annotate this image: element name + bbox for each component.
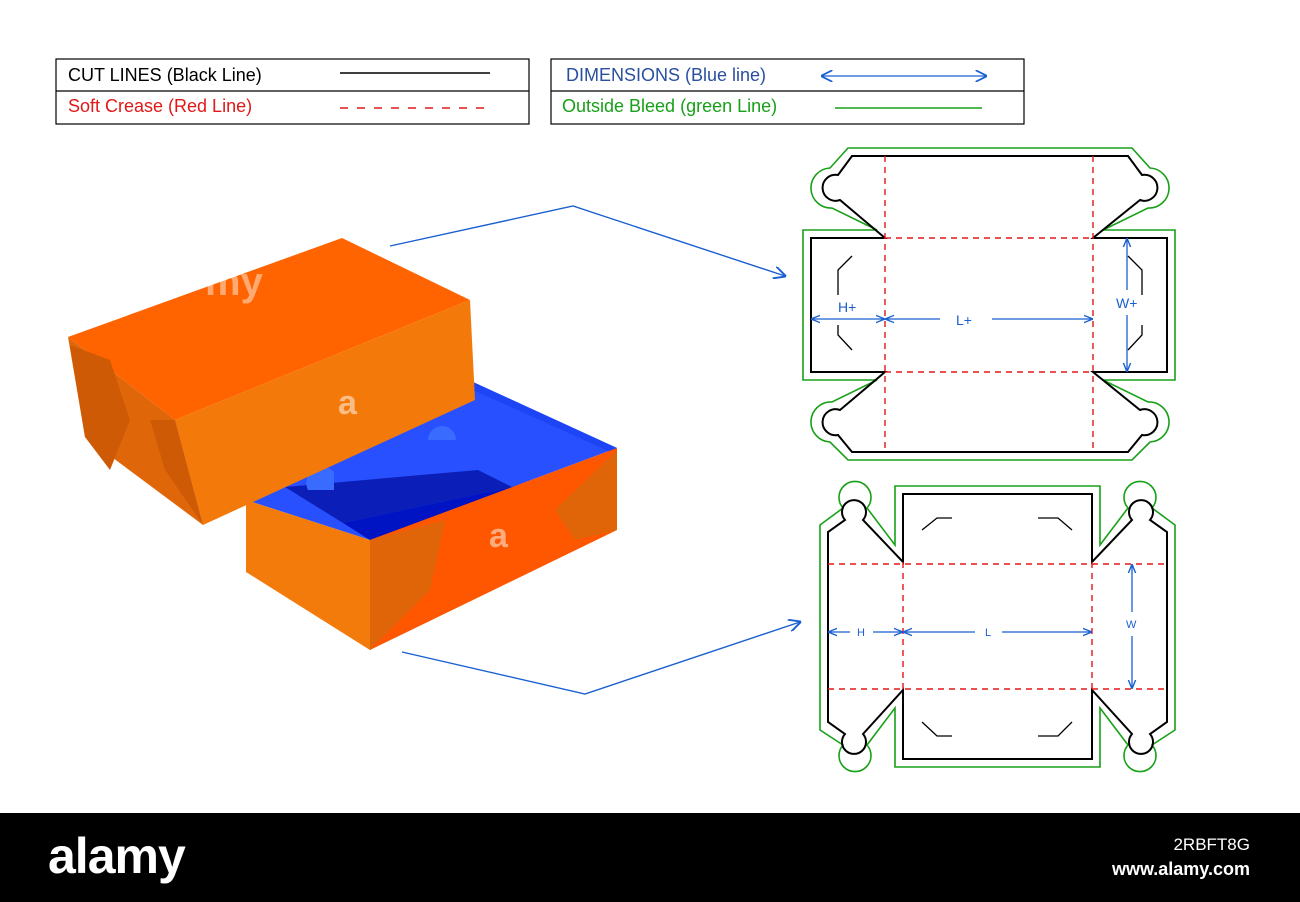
pointer-arrow-to-top-dieline bbox=[389, 205, 785, 276]
tray-thumb-notch-2 bbox=[428, 426, 456, 440]
watermark-a-2: a bbox=[489, 517, 509, 555]
legend-soft-crease: Soft Crease (Red Line) bbox=[68, 96, 252, 116]
legend-dimensions: DIMENSIONS (Blue line) bbox=[566, 65, 766, 85]
footer-url: www.alamy.com bbox=[1111, 859, 1250, 879]
top-h-label: H+ bbox=[838, 299, 856, 315]
legend-cut-lines: CUT LINES (Black Line) bbox=[68, 65, 262, 85]
bottom-slit-3 bbox=[921, 721, 952, 737]
legend-outside-bleed: Outside Bleed (green Line) bbox=[562, 96, 777, 116]
tray-floor-shade bbox=[343, 450, 617, 540]
lid-side-flap bbox=[70, 345, 130, 470]
tray-front-right bbox=[370, 448, 617, 650]
tray-corner-flap-1 bbox=[370, 520, 445, 650]
watermark-a-1: a bbox=[338, 384, 358, 422]
top-cut-outline bbox=[810, 155, 1168, 453]
tray-floor bbox=[285, 470, 512, 523]
top-slit-4 bbox=[1127, 325, 1143, 351]
bottom-bleed-outline bbox=[819, 480, 1176, 773]
bottom-h-label: H bbox=[857, 627, 865, 639]
top-slit-3 bbox=[1127, 255, 1143, 295]
tray-corner-flap-2 bbox=[555, 450, 617, 540]
tray-left-inner bbox=[473, 382, 617, 455]
footer-bar: alamy 2RBFT8G www.alamy.com bbox=[0, 813, 1300, 902]
bottom-slit-2 bbox=[1038, 517, 1073, 531]
bottom-slit-1 bbox=[921, 517, 952, 531]
bottom-slit-4 bbox=[1038, 721, 1073, 737]
bottom-dieline: H L W bbox=[819, 480, 1176, 773]
footer-logo: alamy bbox=[48, 828, 186, 884]
legend-right: DIMENSIONS (Blue line) Outside Bleed (gr… bbox=[550, 58, 1025, 125]
watermark-fragment: my bbox=[205, 260, 264, 304]
legend-left: CUT LINES (Black Line) Soft Crease (Red … bbox=[55, 58, 530, 125]
tray-front-left bbox=[246, 500, 370, 650]
box-3d-illustration: my a a bbox=[68, 238, 617, 650]
lid-front bbox=[175, 300, 475, 525]
top-bleed-outline bbox=[802, 147, 1176, 461]
bottom-cut-outline bbox=[827, 493, 1168, 760]
bottom-l-label: L bbox=[985, 627, 991, 639]
bottom-w-label: W bbox=[1126, 619, 1137, 631]
top-w-label: W+ bbox=[1116, 295, 1137, 311]
top-slit-2 bbox=[837, 325, 853, 351]
pointer-arrow-to-bottom-dieline bbox=[401, 622, 800, 695]
lid-side-flap-2 bbox=[150, 420, 203, 525]
footer-image-id: 2RBFT8G bbox=[1173, 835, 1250, 854]
dieline-diagram: CUT LINES (Black Line) Soft Crease (Red … bbox=[55, 58, 1176, 773]
lid-top bbox=[68, 238, 470, 420]
top-l-label: L+ bbox=[956, 312, 972, 328]
top-slit-1 bbox=[837, 255, 853, 295]
top-dieline: H+ L+ W+ bbox=[802, 147, 1176, 461]
